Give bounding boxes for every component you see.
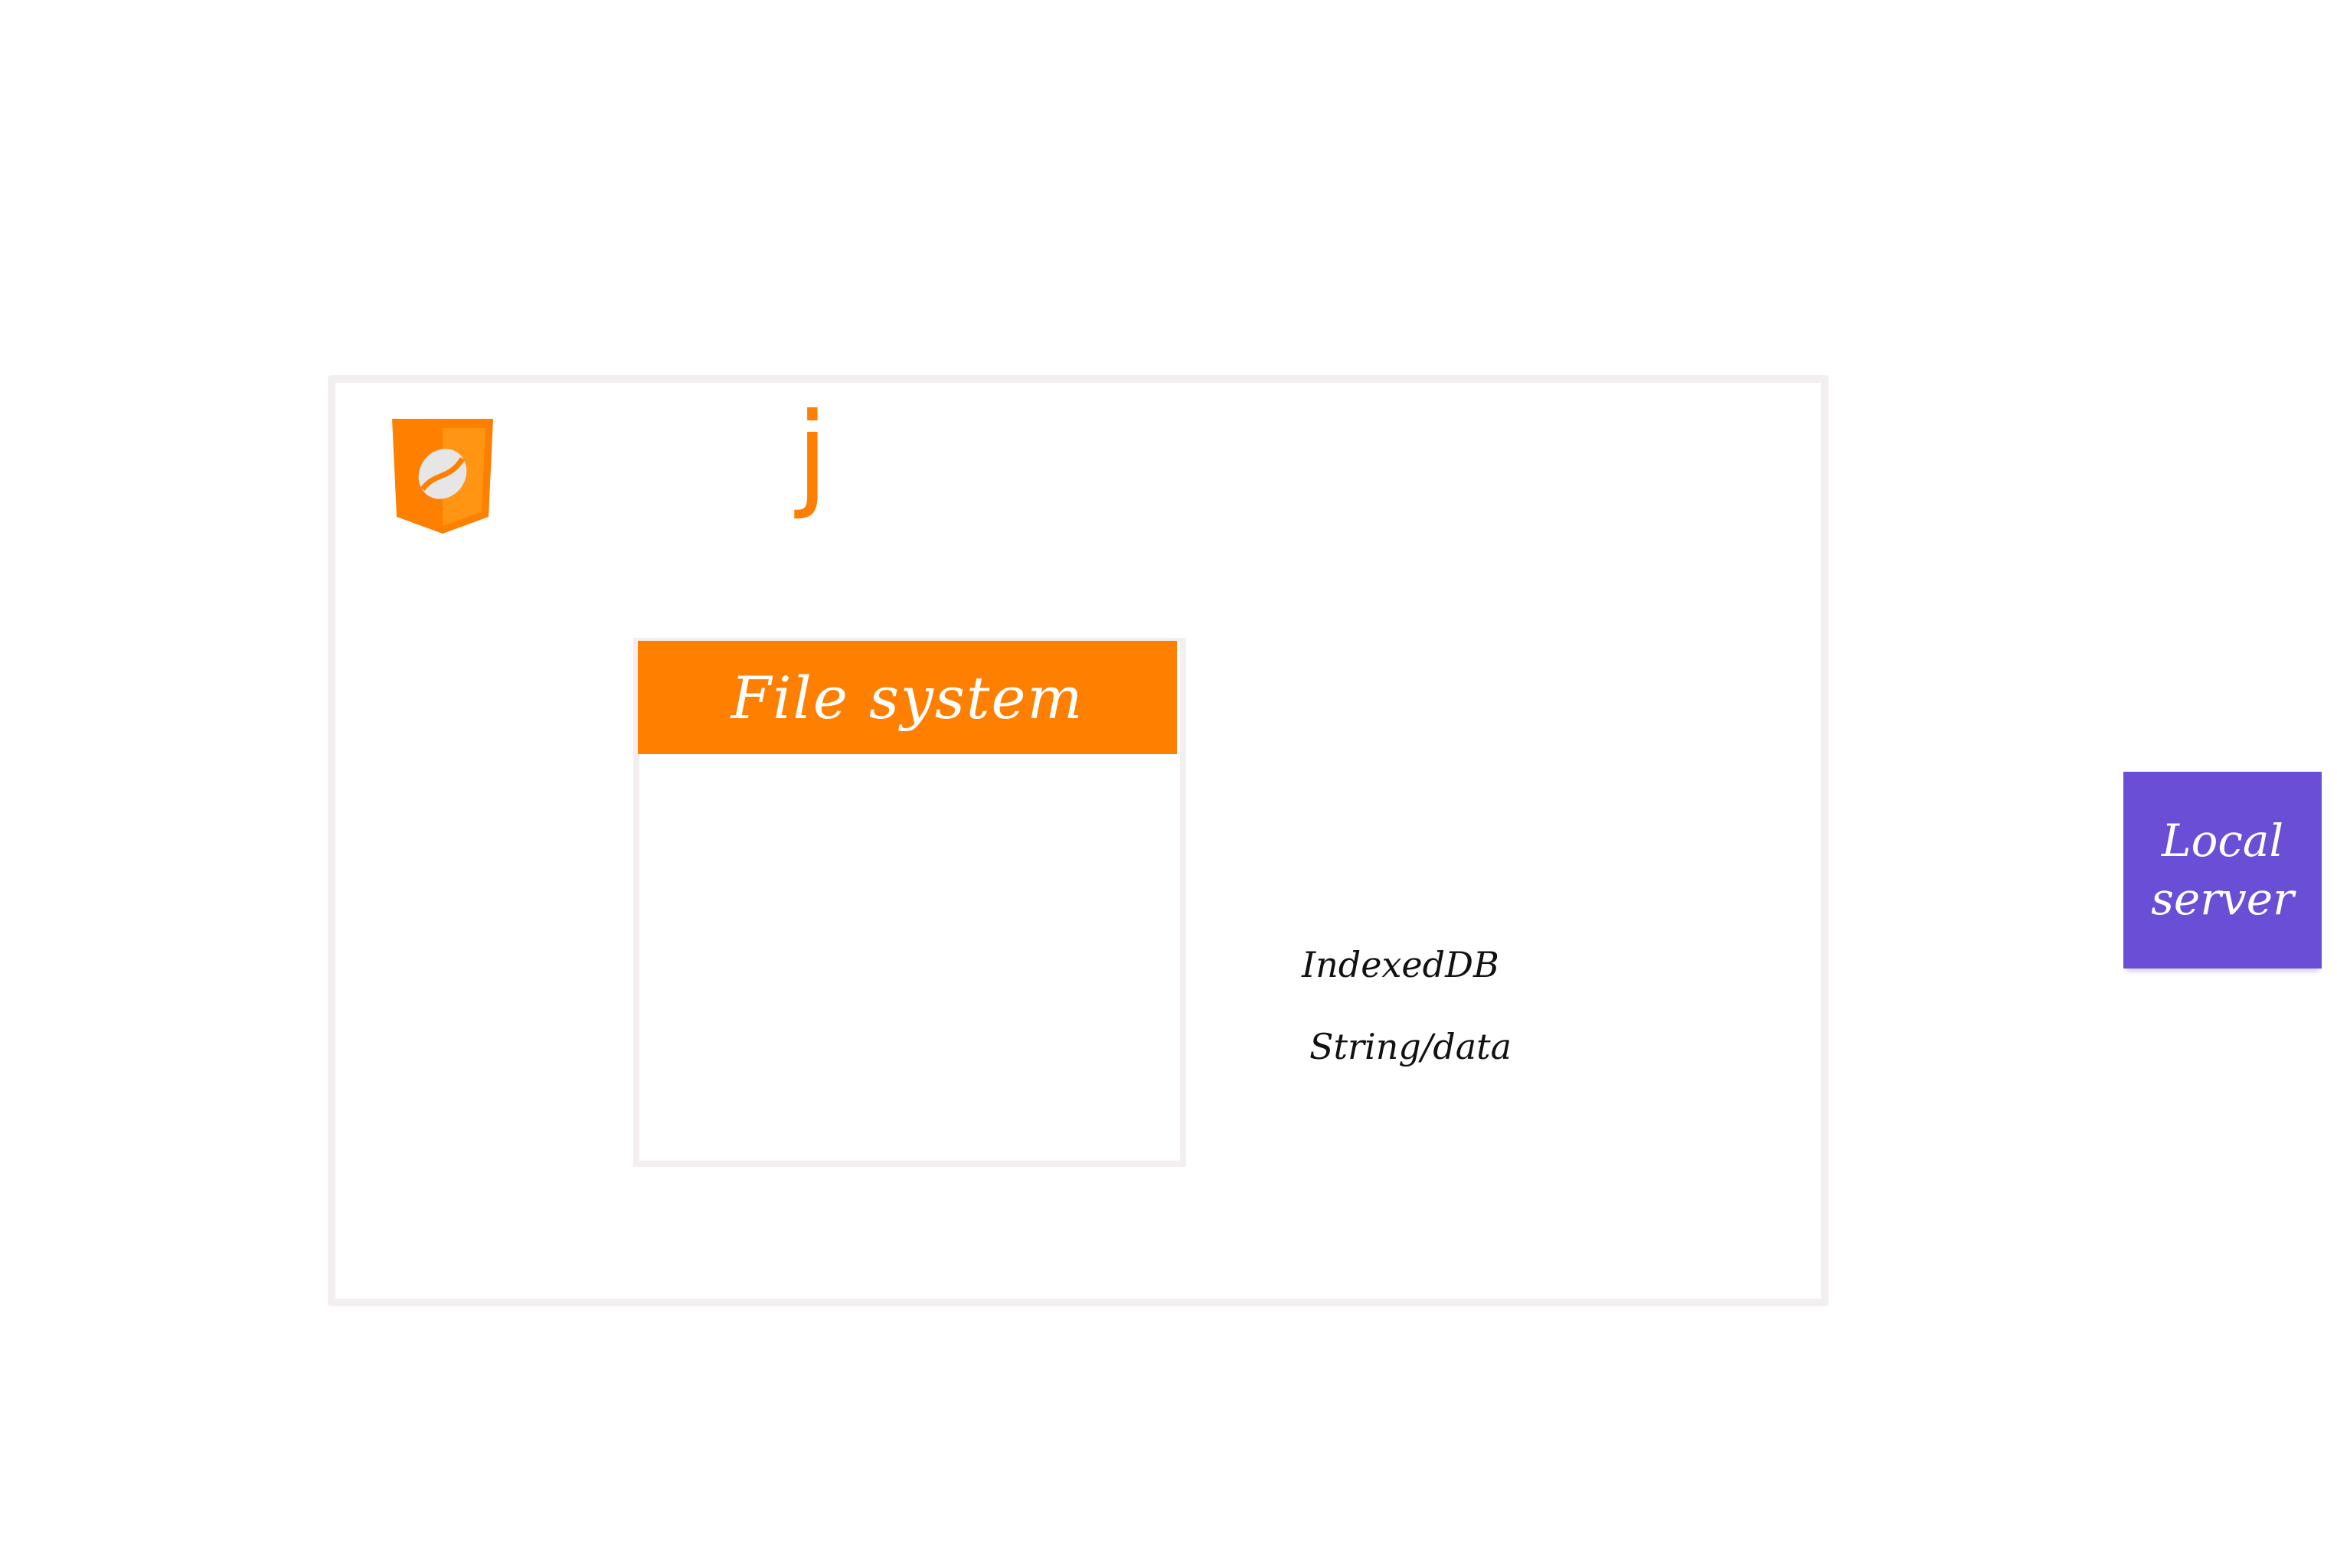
logo-letter: j xyxy=(796,389,829,522)
local-server-box: Local server xyxy=(2123,772,2322,969)
local-server-line2: server xyxy=(2151,872,2294,925)
shield-logo-icon xyxy=(392,419,493,534)
file-system-box xyxy=(633,638,1186,1167)
file-system-title: File system xyxy=(731,663,1084,732)
browser-frame xyxy=(328,375,1829,1306)
indexeddb-label: IndexedDB xyxy=(1302,944,1499,985)
file-system-header: File system xyxy=(638,641,1177,754)
local-server-line1: Local xyxy=(2161,815,2284,867)
string-data-label: String/data xyxy=(1309,1026,1512,1067)
